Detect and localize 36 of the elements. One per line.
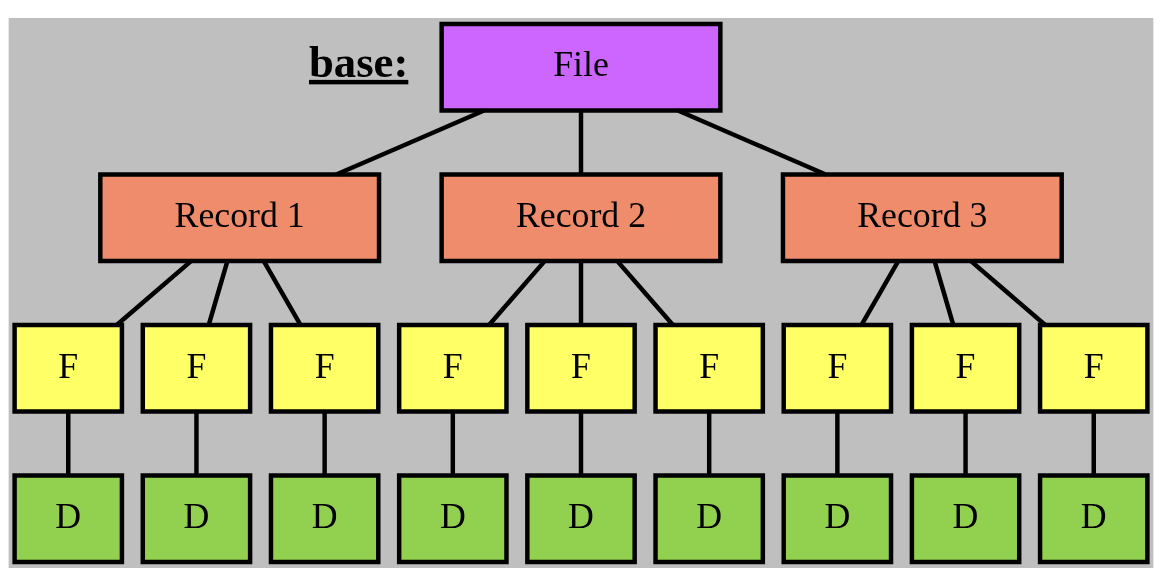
node-box: Record 3 — [780, 171, 1064, 263]
node-box: D — [12, 472, 125, 564]
node-box: D — [396, 472, 509, 564]
connector — [66, 411, 71, 475]
node-box: F — [781, 322, 894, 414]
connector — [322, 411, 327, 475]
connector — [578, 260, 584, 325]
connector — [578, 110, 584, 174]
node-box: F — [12, 322, 125, 414]
connector — [677, 108, 827, 177]
node-box: D — [909, 472, 1022, 564]
connector — [194, 411, 199, 475]
node-box: F — [396, 322, 509, 414]
node-box: D — [525, 472, 637, 564]
connector — [578, 411, 584, 475]
node-box: F — [268, 322, 381, 414]
node-box: D — [653, 472, 766, 564]
node-box: Record 1 — [98, 171, 382, 263]
node-box: Record 2 — [439, 171, 723, 263]
node-box: F — [909, 322, 1022, 414]
connector — [335, 108, 485, 177]
label: base: — [308, 36, 409, 87]
node-box: D — [140, 472, 253, 564]
node-box: D — [781, 472, 894, 564]
node-box: F — [525, 322, 637, 414]
node-box: F — [140, 322, 253, 414]
node-box: D — [1037, 472, 1150, 564]
connector — [835, 411, 840, 475]
connector — [963, 411, 968, 475]
node-box: D — [268, 472, 381, 564]
connector — [450, 411, 456, 475]
node-box: F — [1037, 322, 1150, 414]
connector — [706, 411, 712, 475]
node-box: File — [439, 21, 723, 113]
node-box: F — [653, 322, 766, 414]
connector — [1091, 411, 1096, 475]
